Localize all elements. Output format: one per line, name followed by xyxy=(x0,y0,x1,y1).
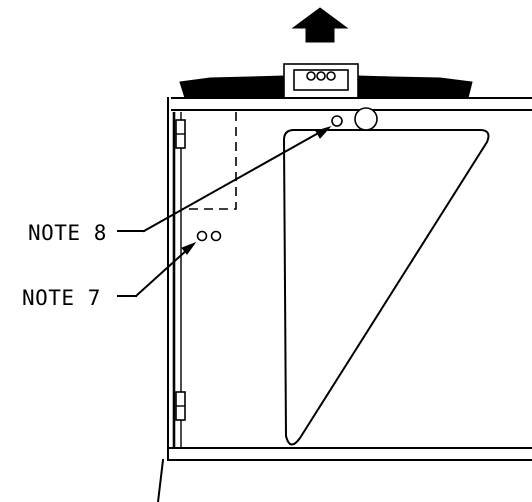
knockout-hole-pair-right xyxy=(210,230,222,242)
hidden-panel-outline xyxy=(182,112,237,210)
note-8-leader xyxy=(117,126,332,233)
note-7-leader xyxy=(117,241,197,298)
note-8-label: NOTE 8 xyxy=(28,221,107,245)
up-arrow-icon xyxy=(291,7,349,43)
cabinet-body xyxy=(156,97,532,502)
hinge-top xyxy=(175,119,186,149)
knockout-hole-large xyxy=(354,107,378,131)
triangular-access-panel xyxy=(282,129,490,446)
note-7-label: NOTE 7 xyxy=(22,286,101,310)
knockout-hole-pair-left xyxy=(196,230,208,242)
knockout-hole-small xyxy=(331,115,343,127)
top-fan-assembly xyxy=(171,63,532,99)
hinge-bottom xyxy=(175,391,186,421)
